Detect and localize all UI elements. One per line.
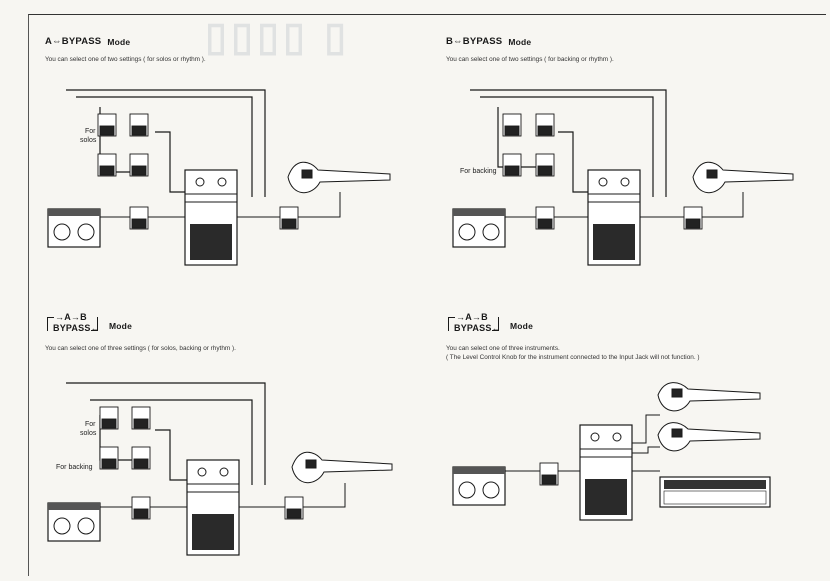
keyboard	[659, 476, 771, 508]
mode-name: B⇔BYPASS	[446, 36, 503, 47]
sequence-bottom: BYPASS←	[53, 323, 100, 333]
for-backing-label: For backing	[460, 168, 497, 175]
sequence-top: →A→B	[55, 312, 87, 322]
mode-name: A⇔BYPASS	[45, 36, 102, 47]
guitar	[692, 161, 794, 194]
ls2-pedal	[587, 169, 641, 266]
wiring-diagram	[47, 89, 391, 266]
sequence-bottom: BYPASS←	[454, 323, 501, 333]
diagram-a-bypass: For solos	[40, 82, 410, 272]
amplifier	[47, 208, 101, 248]
cables	[100, 192, 341, 218]
guitar	[291, 451, 393, 484]
cables	[505, 414, 660, 472]
guitar-1	[657, 382, 761, 412]
panel-title: B⇔BYPASS Mode	[446, 36, 614, 47]
cables	[100, 483, 346, 508]
panel-a-bypass: A⇔BYPASS Mode You can select one of two …	[45, 36, 206, 64]
panel-title: →A→B BYPASS← Mode	[45, 312, 236, 340]
wiring-diagram	[452, 89, 794, 266]
mode-description: You can select one of two settings ( for…	[446, 56, 614, 63]
show-through-watermark: ▯▯▯▯ ▯	[205, 15, 351, 59]
mini-pedal	[539, 462, 559, 486]
panel-title: A⇔BYPASS Mode	[45, 36, 206, 47]
mini-pedals	[97, 113, 299, 230]
solos-label: solos	[80, 137, 97, 144]
for-label: For	[85, 421, 96, 428]
amplifier	[47, 502, 101, 542]
panel-b-bypass: B⇔BYPASS Mode You can select one of two …	[446, 36, 614, 64]
ls2-pedal	[579, 424, 633, 521]
mode-word: Mode	[107, 36, 131, 47]
panel-title: →A→B BYPASS← Mode	[446, 312, 700, 340]
sequence-top: →A→B	[456, 312, 488, 322]
mode-sequence: →A→B BYPASS←	[446, 312, 504, 340]
panel-a-b-bypass-instruments: →A→B BYPASS← Mode You can select one of …	[446, 312, 700, 362]
mode-description: You can select one of three instruments.	[446, 345, 560, 352]
mode-word: Mode	[508, 36, 532, 47]
mode-description: You can select one of two settings ( for…	[45, 56, 206, 63]
for-backing-label: For backing	[56, 464, 93, 471]
wiring-diagram	[47, 382, 393, 556]
ls2-pedal	[186, 459, 240, 556]
send-return-loop-a	[66, 89, 266, 197]
mini-pedals	[99, 406, 304, 520]
mode-description: You can select one of three settings ( f…	[45, 345, 236, 352]
for-label: For	[85, 128, 96, 135]
amplifier	[452, 466, 506, 506]
amplifier	[452, 208, 506, 248]
mode-sequence: →A→B BYPASS←	[45, 312, 103, 340]
cables	[505, 192, 744, 218]
diagram-instruments	[448, 375, 818, 565]
mode-word: Mode	[109, 321, 132, 331]
diagram-a-b-bypass: For solos For backing	[40, 375, 410, 565]
guitar	[287, 161, 391, 194]
mode-word: Mode	[510, 321, 533, 331]
solos-label: solos	[80, 430, 97, 437]
mini-pedals	[502, 113, 703, 230]
mode-note: ( The Level Control Knob for the instrum…	[446, 354, 700, 361]
send-return-loop-b	[470, 89, 667, 197]
guitar-2	[657, 422, 761, 452]
panel-a-b-bypass: →A→B BYPASS← Mode You can select one of …	[45, 312, 236, 353]
ls2-pedal	[184, 169, 238, 266]
page-frame	[28, 14, 826, 576]
diagram-b-bypass: For backing	[448, 82, 818, 272]
wiring-diagram	[452, 382, 771, 521]
